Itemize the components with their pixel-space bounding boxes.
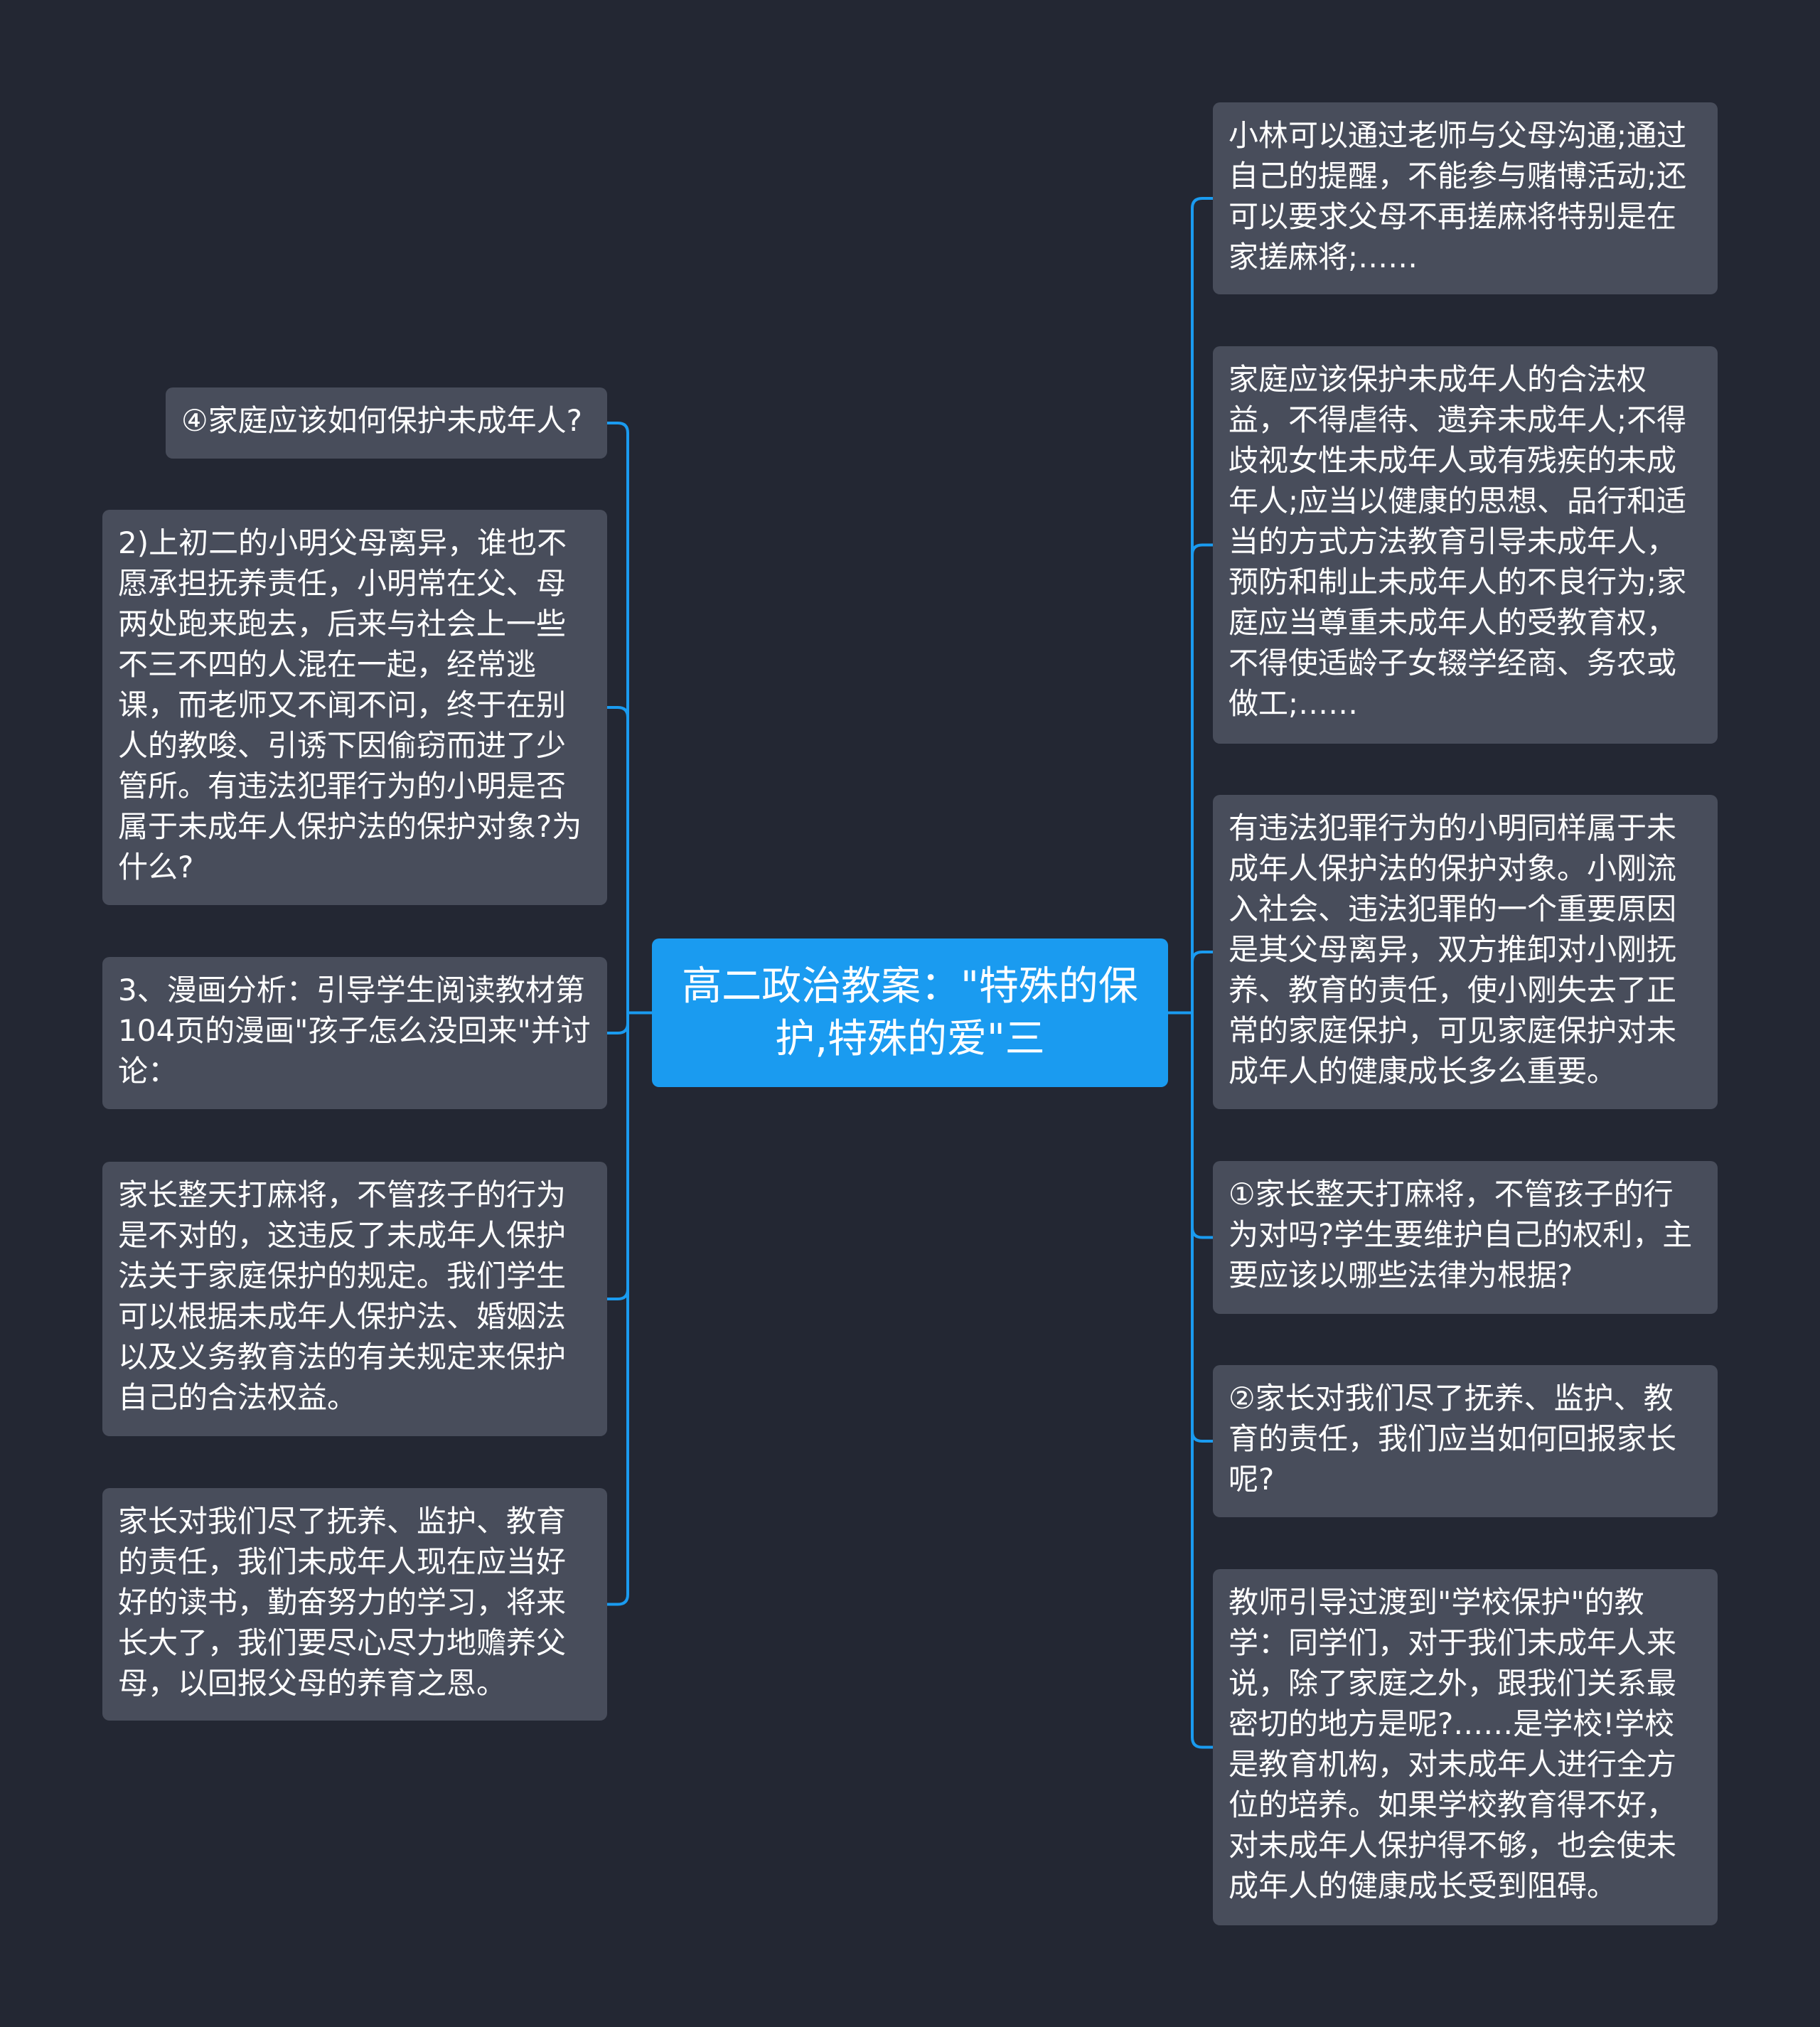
connector-branch (1191, 1012, 1213, 1749)
connector-branch (1191, 951, 1213, 1013)
right-branch-text: 教师引导过渡到"学校保护"的教学：同学们，对于我们未成年人来说，除了家庭之外，跟… (1228, 1585, 1677, 1903)
central-topic-node[interactable]: 高二政治教案："特殊的保护,特殊的爱"三 (652, 938, 1168, 1087)
connector-branch (1191, 1012, 1213, 1443)
left-branch-text: 家长整天打麻将，不管孩子的行为是不对的，这违反了未成年人保护法关于家庭保护的规定… (118, 1177, 567, 1415)
connector-branch (607, 1012, 629, 1034)
left-branch-node[interactable]: 家长整天打麻将，不管孩子的行为是不对的，这违反了未成年人保护法关于家庭保护的规定… (102, 1162, 607, 1436)
left-branch-node[interactable]: 3、漫画分析：引导学生阅读教材第104页的漫画"孩子怎么没回来"并讨论： (102, 957, 607, 1109)
right-branch-node[interactable]: ①家长整天打麻将，不管孩子的行为对吗?学生要维护自己的权利，主要应该以哪些法律为… (1213, 1161, 1718, 1314)
left-branch-text: ④家庭应该如何保护未成年人? (181, 403, 582, 438)
right-branch-text: ②家长对我们尽了抚养、监护、教育的责任，我们应当如何回报家长呢? (1228, 1381, 1677, 1497)
connector-branch (1191, 1012, 1213, 1239)
connector-branch (607, 1012, 629, 1606)
left-branch-text: 家长对我们尽了抚养、监护、教育的责任，我们未成年人现在应当好好的读书，勤奋努力的… (118, 1504, 567, 1701)
connector-branch (1191, 197, 1213, 1013)
connector-branch (607, 422, 629, 1013)
left-branch-text: 2)上初二的小明父母离异，谁也不愿承担抚养责任，小明常在父、母两处跑来跑去，后来… (118, 525, 582, 884)
right-branch-node[interactable]: ②家长对我们尽了抚养、监护、教育的责任，我们应当如何回报家长呢? (1213, 1365, 1718, 1517)
left-branch-node[interactable]: ④家庭应该如何保护未成年人? (166, 387, 607, 459)
connector-branch (607, 1012, 629, 1300)
right-branch-text: 小林可以通过老师与父母沟通;通过自己的提醒，不能参与赌博活动;还可以要求父母不再… (1228, 118, 1687, 274)
central-topic-title: 高二政治教案："特殊的保护,特殊的爱"三 (682, 963, 1138, 1062)
left-branch-text: 3、漫画分析：引导学生阅读教材第104页的漫画"孩子怎么没回来"并讨论： (118, 973, 591, 1089)
right-branch-text: 家庭应该保护未成年人的合法权益，不得虐待、遗弃未成年人;不得歧视女性未成年人或有… (1228, 362, 1687, 721)
right-branch-node[interactable]: 家庭应该保护未成年人的合法权益，不得虐待、遗弃未成年人;不得歧视女性未成年人或有… (1213, 346, 1718, 744)
left-branch-node[interactable]: 家长对我们尽了抚养、监护、教育的责任，我们未成年人现在应当好好的读书，勤奋努力的… (102, 1488, 607, 1721)
left-branch-node[interactable]: 2)上初二的小明父母离异，谁也不愿承担抚养责任，小明常在父、母两处跑来跑去，后来… (102, 510, 607, 905)
right-branch-text: ①家长整天打麻将，不管孩子的行为对吗?学生要维护自己的权利，主要应该以哪些法律为… (1228, 1177, 1693, 1293)
right-branch-text: 有违法犯罪行为的小明同样属于未成年人保护法的保护对象。小刚流入社会、违法犯罪的一… (1228, 811, 1677, 1089)
connector-branch (607, 706, 629, 1013)
right-branch-node[interactable]: 有违法犯罪行为的小明同样属于未成年人保护法的保护对象。小刚流入社会、违法犯罪的一… (1213, 795, 1718, 1109)
connector-branch (1191, 543, 1213, 1013)
right-branch-node[interactable]: 小林可以通过老师与父母沟通;通过自己的提醒，不能参与赌博活动;还可以要求父母不再… (1213, 102, 1718, 294)
right-branch-node[interactable]: 教师引导过渡到"学校保护"的教学：同学们，对于我们未成年人来说，除了家庭之外，跟… (1213, 1569, 1718, 1925)
